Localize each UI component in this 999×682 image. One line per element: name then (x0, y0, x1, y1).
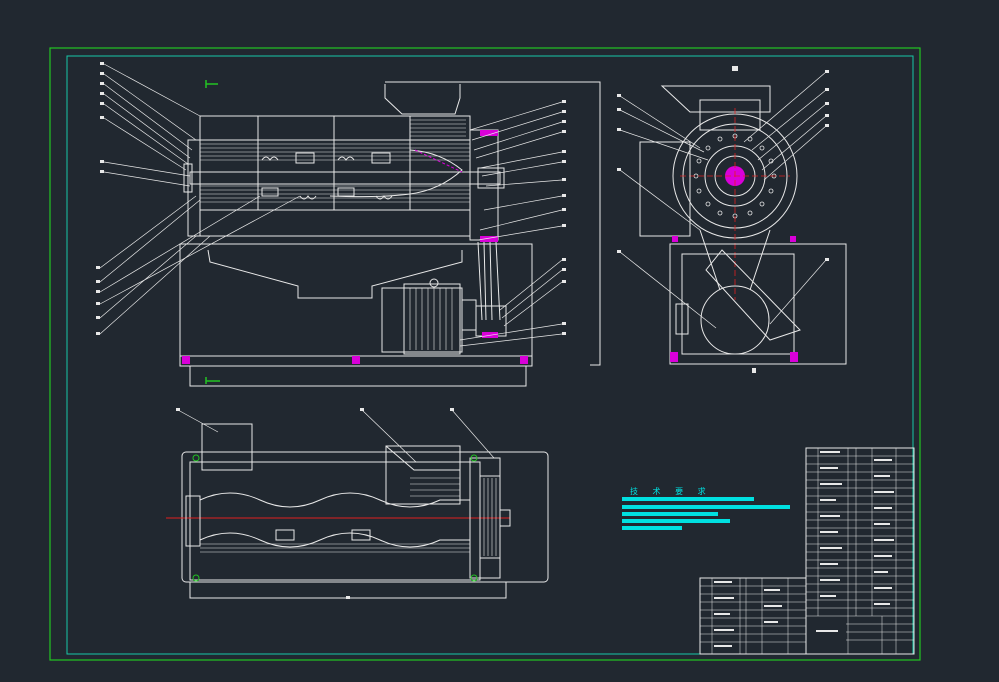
outer-frame (49, 47, 921, 661)
technical-requirements-title: 技 术 要 求 (630, 487, 712, 496)
section-marker-top (205, 80, 218, 88)
side-view (617, 66, 847, 373)
section-marker-bottom (205, 377, 220, 384)
technical-requirements-lines (622, 497, 790, 530)
front-view (96, 62, 601, 387)
top-view (166, 408, 549, 599)
inner-frame (66, 55, 914, 655)
parts-list-left (699, 577, 807, 655)
parts-list-right (805, 447, 915, 655)
